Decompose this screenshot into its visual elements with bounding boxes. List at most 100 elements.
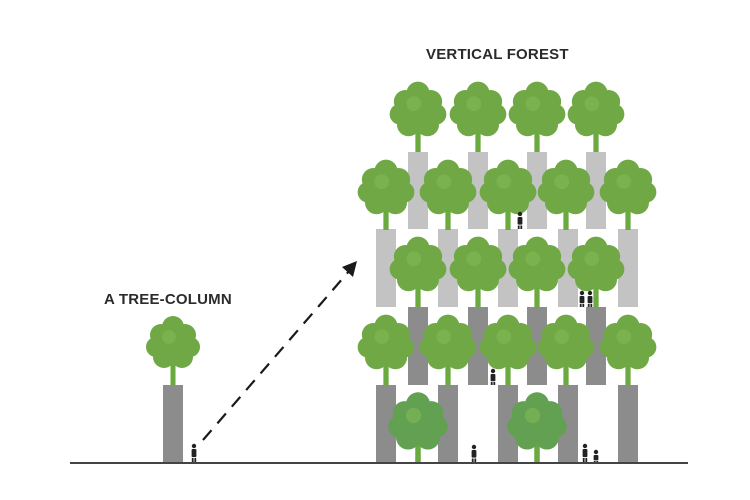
person-leg [471, 458, 474, 462]
canopy-highlight [554, 174, 570, 190]
tree-icon [357, 159, 415, 230]
person-body [490, 374, 496, 382]
canopy-highlight [374, 329, 390, 345]
column-upper [438, 229, 458, 307]
canopy-highlight [525, 251, 541, 267]
person-leg [490, 382, 493, 385]
column-ground [438, 385, 458, 463]
tree-icon [389, 236, 447, 307]
person-head [490, 368, 496, 374]
person-leg [582, 304, 585, 307]
tree-icon [146, 316, 200, 386]
tree-icon [507, 392, 567, 463]
tree-trunk [170, 343, 176, 386]
tree-icon [388, 392, 448, 463]
canopy-highlight [466, 251, 482, 267]
person-leg [582, 458, 585, 462]
canopy-highlight [524, 407, 541, 424]
tree-icon [599, 159, 657, 230]
canopy-highlight [436, 329, 452, 345]
arrow-head-icon [342, 261, 357, 277]
canopy-highlight [496, 329, 512, 345]
canopy-highlight [406, 251, 422, 267]
person-head [191, 443, 197, 449]
canopy-highlight [616, 329, 632, 345]
person-head [582, 443, 588, 449]
person-body [517, 217, 523, 225]
tree-icon [537, 314, 595, 385]
vertical-forest-title: VERTICAL FOREST [426, 46, 569, 63]
column-lower [527, 307, 547, 385]
person-body [579, 296, 585, 304]
column-ground [618, 385, 638, 463]
column-top [586, 152, 606, 229]
person-leg [585, 458, 588, 462]
tree-icon [567, 81, 625, 152]
person-icon [191, 443, 197, 462]
column-lower [408, 307, 428, 385]
canopy-highlight [525, 96, 541, 112]
person-leg [593, 461, 596, 462]
tree-icon [389, 81, 447, 152]
column-upper [618, 229, 638, 307]
person-leg [493, 382, 496, 385]
tree-column-title: A TREE-COLUMN [104, 291, 232, 308]
person-leg [474, 458, 477, 462]
person-icon [587, 290, 593, 307]
tree-icon [508, 236, 566, 307]
person-leg [590, 304, 593, 307]
tree-icon [419, 159, 477, 230]
column-lower [468, 307, 488, 385]
person-leg [191, 458, 194, 462]
people [191, 211, 599, 462]
canopy-highlight [162, 330, 176, 344]
person-head [587, 290, 593, 296]
person-leg [517, 225, 520, 229]
tree-icon [419, 314, 477, 385]
tree-icon [567, 236, 625, 307]
person-leg [520, 225, 523, 229]
column-top [468, 152, 488, 229]
tree-icon [479, 159, 537, 230]
tree-icon [479, 314, 537, 385]
person-icon [579, 290, 585, 307]
person-leg [587, 304, 590, 307]
tree-icon [599, 314, 657, 385]
person-icon [582, 443, 588, 462]
canopy-highlight [405, 407, 422, 424]
arrow-shaft [202, 269, 351, 441]
person-head [593, 449, 599, 455]
person-icon [593, 449, 599, 462]
tree-icon [508, 81, 566, 152]
column-ground [376, 385, 396, 463]
canopy-highlight [436, 174, 452, 190]
column-top [527, 152, 547, 229]
person-body [593, 455, 599, 461]
column-upper [376, 229, 396, 307]
person-body [471, 450, 477, 458]
tree-icon [357, 314, 415, 385]
column-top [408, 152, 428, 229]
person-icon [471, 444, 477, 462]
canopy-highlight [616, 174, 632, 190]
dashed-arrow [202, 261, 357, 441]
person-body [191, 449, 197, 458]
canopy-highlight [374, 174, 390, 190]
canopy-highlight [496, 174, 512, 190]
canopy-highlight [584, 96, 600, 112]
trees [146, 81, 657, 463]
tree-column-pillar [163, 385, 183, 463]
person-icon [490, 368, 496, 385]
canopy-highlight [466, 96, 482, 112]
person-head [579, 290, 585, 296]
person-head [517, 211, 523, 217]
column-ground [558, 385, 578, 463]
person-leg [579, 304, 582, 307]
tree-icon [449, 81, 507, 152]
person-body [582, 449, 588, 458]
person-body [587, 296, 593, 304]
column-upper [498, 229, 518, 307]
person-icon [517, 211, 523, 229]
person-head [471, 444, 477, 450]
